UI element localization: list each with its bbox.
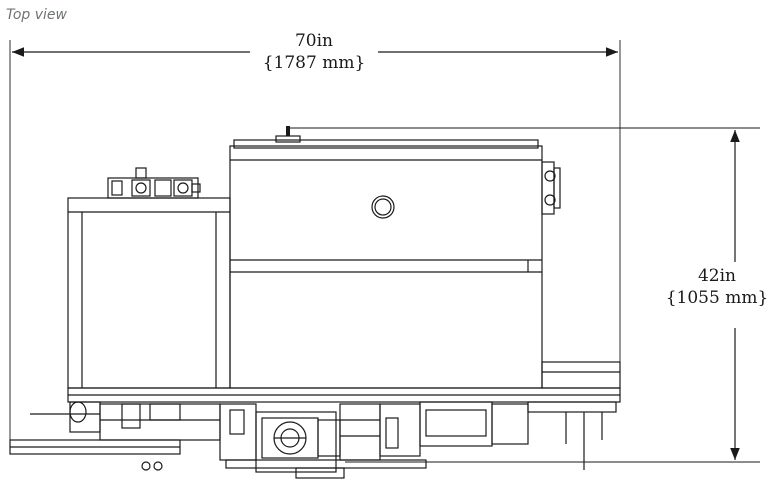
width-metric: {1787 mm} [262,53,366,73]
base-rail [67,387,621,403]
extension-lines [9,40,760,463]
side-fittings [541,161,561,215]
width-imperial: 70in [294,31,334,51]
lower-mechanism [69,401,617,479]
depth-metric: {1055 mm} [665,288,769,308]
extension-arm [9,413,181,471]
right-shelf [541,361,621,389]
view-caption: Top view [6,7,67,23]
depth-dimension-label: 42in {1055 mm} [662,265,771,309]
depth-imperial: 42in [697,266,737,286]
control-block [107,167,201,199]
main-cabinet [229,126,543,389]
width-dimension-label: 70in {1787 mm} [254,30,374,74]
left-housing [67,197,231,389]
